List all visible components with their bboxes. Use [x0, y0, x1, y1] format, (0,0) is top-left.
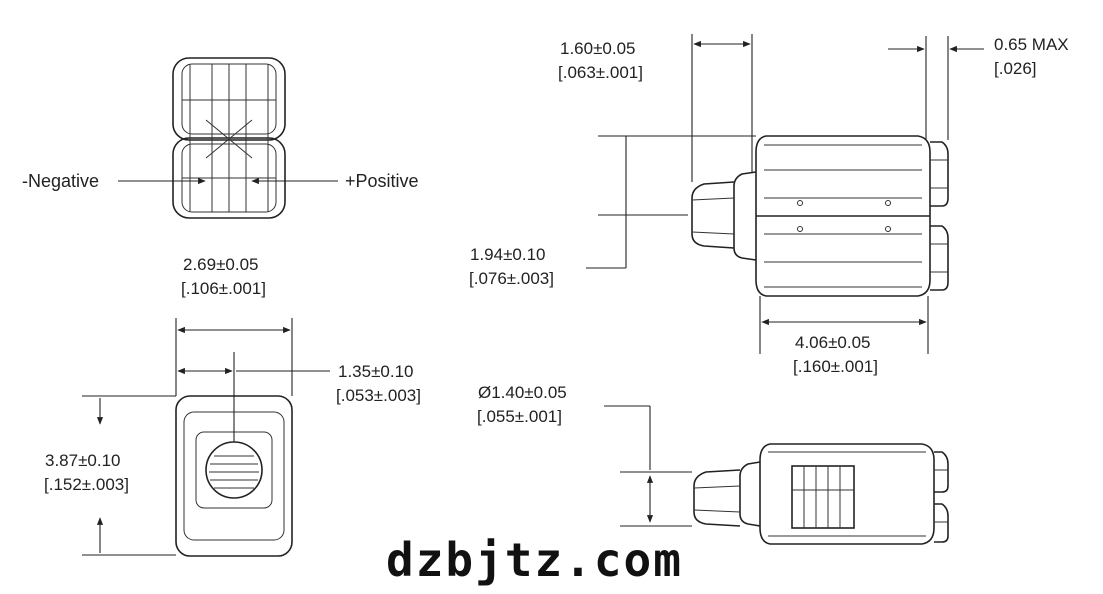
front-view [175, 318, 293, 557]
dim-diameter-imperial: [.055±.001] [477, 407, 562, 426]
dim-side-height-imperial: [.076±.003] [469, 269, 554, 288]
bottom-view [693, 443, 949, 545]
dim-body-length-metric: 4.06±0.05 [795, 333, 871, 352]
dim-rear-max-metric: 0.65 MAX [994, 35, 1069, 54]
watermark-text: dzbjtz.com [386, 533, 683, 587]
dim-height-front-imperial: [.152±.003] [44, 475, 129, 494]
dim-offset-metric: 1.35±0.10 [338, 362, 414, 381]
negative-label: -Negative [22, 171, 99, 191]
dim-tip-length: 1.60±0.05 [.063±.001] [558, 34, 753, 182]
dim-width-metric: 2.69±0.05 [183, 255, 259, 274]
dim-offset-imperial: [.053±.003] [336, 386, 421, 405]
dim-side-height-metric: 1.94±0.10 [470, 245, 546, 264]
polarity-labels: -Negative +Positive [22, 171, 419, 191]
dim-width: 2.69±0.05 [.106±.001] [177, 255, 291, 334]
dim-body-length-imperial: [.160±.001] [793, 357, 878, 376]
dim-height-front: 3.87±0.10 [.152±.003] [44, 395, 176, 556]
dim-tip-length-metric: 1.60±0.05 [560, 39, 636, 58]
top-view [172, 57, 286, 219]
dim-side-height: 1.94±0.10 [.076±.003] [469, 135, 756, 288]
dim-diameter-metric: Ø1.40±0.05 [478, 383, 567, 402]
dim-diameter: Ø1.40±0.05 [.055±.001] [477, 383, 692, 527]
dim-body-length: 4.06±0.05 [.160±.001] [759, 296, 929, 376]
dim-tip-length-imperial: [.063±.001] [558, 63, 643, 82]
dim-rear-max: 0.65 MAX [.026] [888, 35, 1069, 140]
dim-height-front-metric: 3.87±0.10 [45, 451, 121, 470]
dim-offset: 1.35±0.10 [.053±.003] [177, 362, 421, 405]
side-view [691, 135, 949, 297]
dim-rear-max-imperial: [.026] [994, 59, 1037, 78]
positive-label: +Positive [345, 171, 419, 191]
dim-width-imperial: [.106±.001] [181, 279, 266, 298]
